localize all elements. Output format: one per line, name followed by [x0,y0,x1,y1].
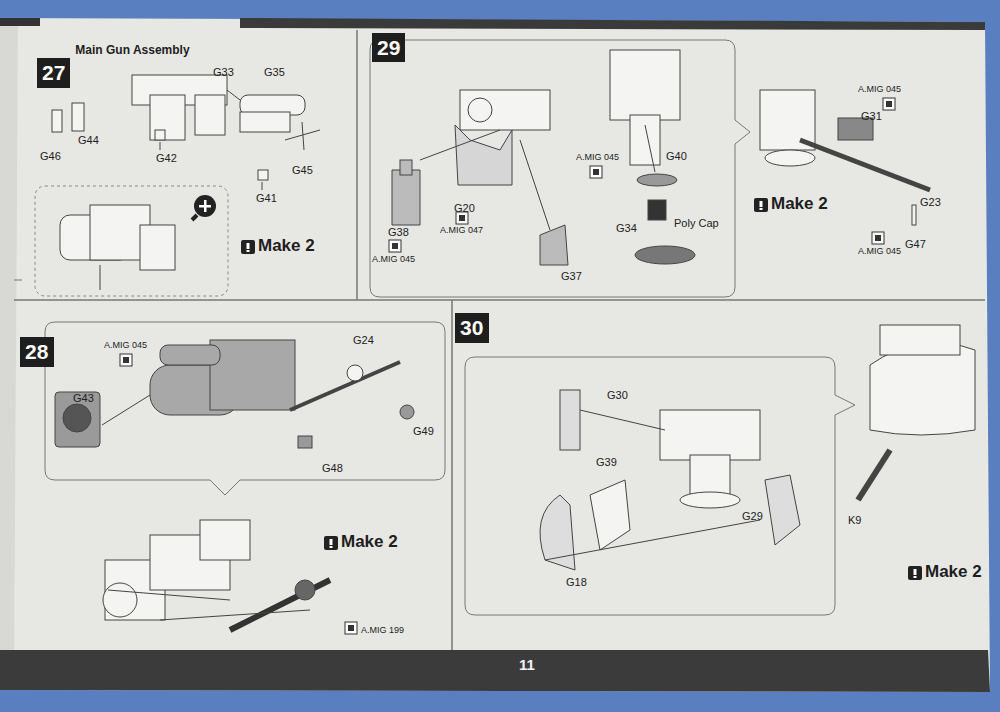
step-number: 28 [20,337,54,367]
make-note: Make 2 [258,237,315,256]
part-number: G42 [156,152,177,164]
part-number: G37 [561,270,582,282]
make-note: Make 2 [771,195,828,214]
paint-code: A.MIG 045 [858,85,901,95]
step-title: Main Gun Assembly [75,44,189,57]
page [0,18,990,692]
part-number: G47 [905,238,926,250]
part-number: G49 [413,425,434,437]
part-number: G29 [742,510,763,522]
part-number: G45 [292,164,313,176]
paint-code: A.MIG 045 [576,153,619,163]
part-number: Poly Cap [674,217,719,229]
part-number: G35 [264,66,285,78]
paint-code: A.MIG 199 [361,626,404,636]
part-number: G38 [388,226,409,238]
page-band [0,650,990,692]
part-number: G46 [40,150,61,162]
warning-icon [241,198,922,580]
step-number: 30 [455,313,489,343]
part-number: G31 [861,110,882,122]
step-label: 27 [42,61,65,84]
part-number: G18 [566,576,587,588]
part-number: G43 [73,392,94,404]
part-number: G41 [256,192,277,204]
part-number: K9 [848,514,861,526]
step-label: 28 [25,340,48,363]
page-number: 11 [514,654,540,677]
step-label: 11 [519,656,535,673]
step-label: 29 [377,36,400,59]
paint-icon [120,98,895,634]
part-number: G34 [616,222,637,234]
make-note: Make 2 [341,533,398,552]
part-number: G30 [607,389,628,401]
part-number: G24 [353,334,374,346]
paint-code: A.MIG 045 [104,341,147,351]
step-number: 27Main Gun Assembly [37,58,70,88]
part-number: G23 [920,196,941,208]
paint-code: A.MIG 045 [372,255,415,265]
make-note: Make 2 [925,563,982,582]
part-number: G20 [454,202,475,214]
part-number: G39 [596,456,617,468]
paint-code: A.MIG 047 [440,226,483,236]
part-number: G44 [78,134,99,146]
part-number: G40 [666,150,687,162]
part-number: G48 [322,462,343,474]
step-label: 30 [460,316,483,339]
part-number: G33 [213,66,234,78]
paint-code: A.MIG 045 [858,247,901,257]
step-number: 29 [372,33,405,62]
